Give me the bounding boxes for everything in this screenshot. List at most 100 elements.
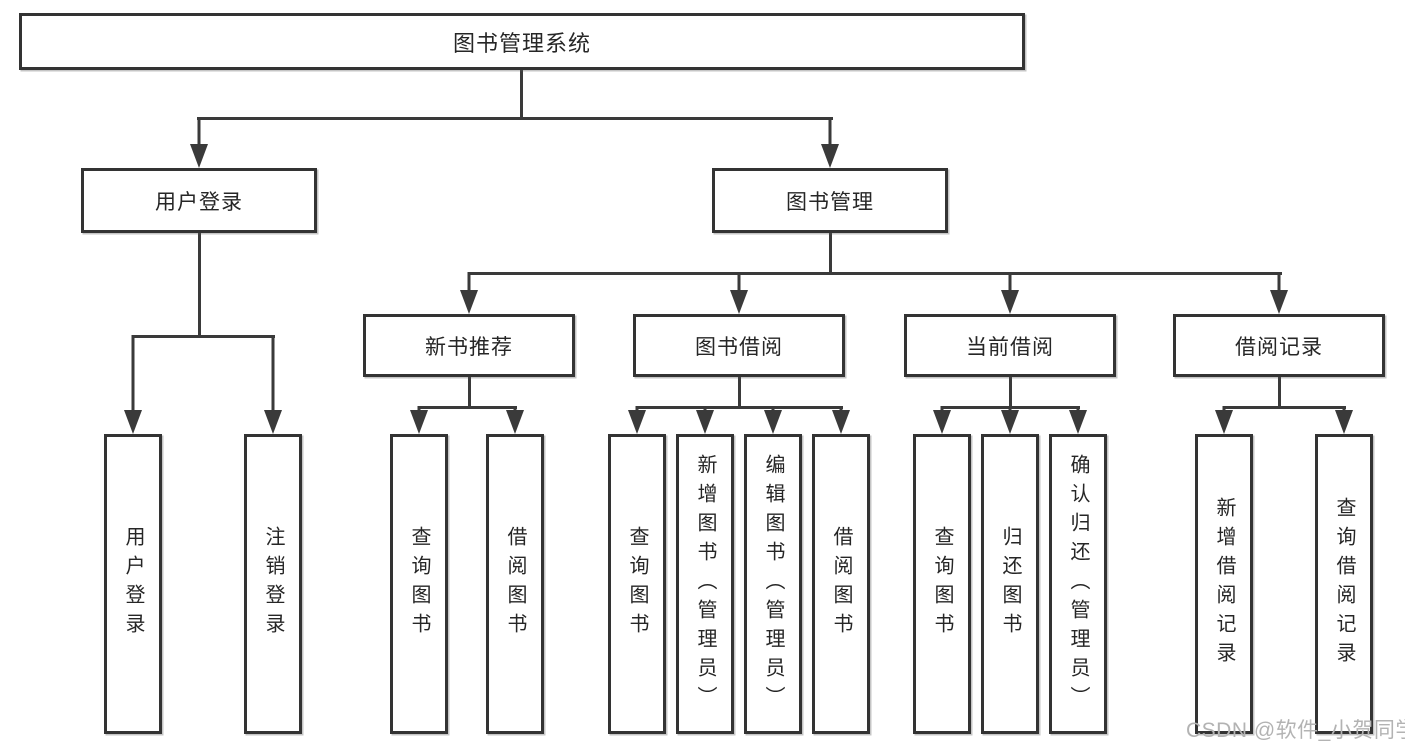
connector-user-login-stem bbox=[198, 233, 201, 338]
arrowhead-down-icon bbox=[124, 410, 142, 434]
leaf-label: 借阅图书 bbox=[504, 526, 526, 642]
arrow-leaf bbox=[628, 406, 646, 434]
arrowhead-down-icon bbox=[460, 290, 478, 314]
leaf-confirm-return-admin: 确认归还（管理员） bbox=[1049, 434, 1107, 734]
arrow-to-leaf-user-login bbox=[124, 335, 142, 434]
node-label: 图书管理 bbox=[786, 190, 874, 214]
arrowhead-down-icon bbox=[730, 290, 748, 314]
arrow-to-leaf-logout bbox=[264, 335, 282, 434]
arrow-stem bbox=[737, 272, 741, 294]
arrow-leaf bbox=[1001, 406, 1019, 434]
leaf-label: 查询图书 bbox=[931, 526, 953, 642]
leaf-query-borrow-record: 查询借阅记录 bbox=[1315, 434, 1373, 734]
arrow-leaf bbox=[410, 406, 428, 434]
leaf-user-login: 用户登录 bbox=[104, 434, 162, 734]
node-new-book-recommendation: 新书推荐 bbox=[363, 314, 575, 377]
arrow-to-current-borrow bbox=[1001, 272, 1019, 314]
connector-borrow-records-stem bbox=[1278, 377, 1281, 409]
leaf-label: 查询图书 bbox=[626, 526, 648, 642]
connector-current-borrow-stem bbox=[1009, 377, 1012, 409]
leaf-edit-books-admin: 编辑图书（管理员） bbox=[744, 434, 802, 734]
arrowhead-down-icon bbox=[832, 410, 850, 434]
leaf-query-books-current: 查询图书 bbox=[913, 434, 971, 734]
node-label: 新书推荐 bbox=[425, 335, 513, 359]
arrow-stem bbox=[197, 117, 201, 148]
csdn-watermark: CSDN @软件_小贺同学 bbox=[1186, 719, 1405, 742]
leaf-label: 新增借阅记录 bbox=[1213, 497, 1235, 671]
node-book-borrowing: 图书借阅 bbox=[633, 314, 845, 377]
arrow-leaf bbox=[764, 406, 782, 434]
connector-level3-bar bbox=[468, 272, 1282, 275]
arrow-stem bbox=[131, 335, 135, 414]
arrowhead-down-icon bbox=[264, 410, 282, 434]
leaf-add-books-admin: 新增图书（管理员） bbox=[676, 434, 734, 734]
connector-borrow-records-bar bbox=[1223, 406, 1346, 409]
arrow-leaf bbox=[832, 406, 850, 434]
arrow-leaf bbox=[696, 406, 714, 434]
arrowhead-down-icon bbox=[821, 144, 839, 168]
arrowhead-down-icon bbox=[764, 410, 782, 434]
arrowhead-down-icon bbox=[190, 144, 208, 168]
leaf-logout: 注销登录 bbox=[244, 434, 302, 734]
node-user-login: 用户登录 bbox=[81, 168, 317, 233]
arrowhead-down-icon bbox=[410, 410, 428, 434]
connector-new-book-rec-stem bbox=[468, 377, 471, 409]
node-label: 图书管理系统 bbox=[452, 30, 591, 56]
node-borrowing-records: 借阅记录 bbox=[1173, 314, 1385, 377]
node-current-borrowing: 当前借阅 bbox=[904, 314, 1116, 377]
arrowhead-down-icon bbox=[1270, 290, 1288, 314]
arrowhead-down-icon bbox=[1215, 410, 1233, 434]
node-label: 借阅记录 bbox=[1235, 335, 1323, 359]
leaf-return-books: 归还图书 bbox=[981, 434, 1039, 734]
arrow-stem bbox=[1008, 272, 1012, 294]
leaf-label: 查询借阅记录 bbox=[1333, 497, 1355, 671]
arrow-leaf bbox=[506, 406, 524, 434]
connector-book-borrow-bar bbox=[636, 406, 843, 409]
leaf-label: 注销登录 bbox=[262, 526, 284, 642]
connector-user-login-bar bbox=[132, 335, 275, 338]
node-label: 图书借阅 bbox=[695, 335, 783, 359]
leaf-query-books-rec: 查询图书 bbox=[390, 434, 448, 734]
leaf-label: 查询图书 bbox=[408, 526, 430, 642]
arrow-leaf bbox=[1069, 406, 1087, 434]
arrowhead-down-icon bbox=[1335, 410, 1353, 434]
node-label: 当前借阅 bbox=[966, 335, 1054, 359]
leaf-label: 确认归还（管理员） bbox=[1067, 453, 1089, 715]
arrow-to-borrow-records bbox=[1270, 272, 1288, 314]
arrowhead-down-icon bbox=[1001, 410, 1019, 434]
leaf-label: 用户登录 bbox=[122, 526, 144, 642]
arrow-to-book-borrow bbox=[730, 272, 748, 314]
arrow-to-user-login bbox=[190, 117, 208, 168]
leaf-label: 新增图书（管理员） bbox=[694, 453, 716, 715]
leaf-borrow-books: 借阅图书 bbox=[812, 434, 870, 734]
arrowhead-down-icon bbox=[506, 410, 524, 434]
arrowhead-down-icon bbox=[1069, 410, 1087, 434]
node-library-management-system: 图书管理系统 bbox=[19, 13, 1025, 70]
arrow-to-book-management bbox=[821, 117, 839, 168]
node-label: 用户登录 bbox=[155, 190, 243, 214]
connector-root-stem bbox=[520, 70, 523, 117]
node-book-management: 图书管理 bbox=[712, 168, 948, 233]
arrowhead-down-icon bbox=[1001, 290, 1019, 314]
connector-level2-bar bbox=[197, 117, 833, 120]
arrow-leaf bbox=[933, 406, 951, 434]
leaf-query-books-borrow: 查询图书 bbox=[608, 434, 666, 734]
leaf-add-borrow-record: 新增借阅记录 bbox=[1195, 434, 1253, 734]
arrowhead-down-icon bbox=[933, 410, 951, 434]
arrow-to-new-book-rec bbox=[460, 272, 478, 314]
leaf-label: 借阅图书 bbox=[830, 526, 852, 642]
connector-book-borrow-stem bbox=[738, 377, 741, 409]
arrow-stem bbox=[1277, 272, 1281, 294]
arrowhead-down-icon bbox=[696, 410, 714, 434]
leaf-label: 归还图书 bbox=[999, 526, 1021, 642]
arrow-stem bbox=[467, 272, 471, 294]
arrow-stem bbox=[828, 117, 832, 148]
arrow-leaf bbox=[1215, 406, 1233, 434]
leaf-borrow-books-rec: 借阅图书 bbox=[486, 434, 544, 734]
connector-book-mgmt-stem bbox=[829, 233, 832, 275]
arrowhead-down-icon bbox=[628, 410, 646, 434]
leaf-label: 编辑图书（管理员） bbox=[762, 453, 784, 715]
connector-new-book-rec-bar bbox=[418, 406, 517, 409]
arrow-leaf bbox=[1335, 406, 1353, 434]
